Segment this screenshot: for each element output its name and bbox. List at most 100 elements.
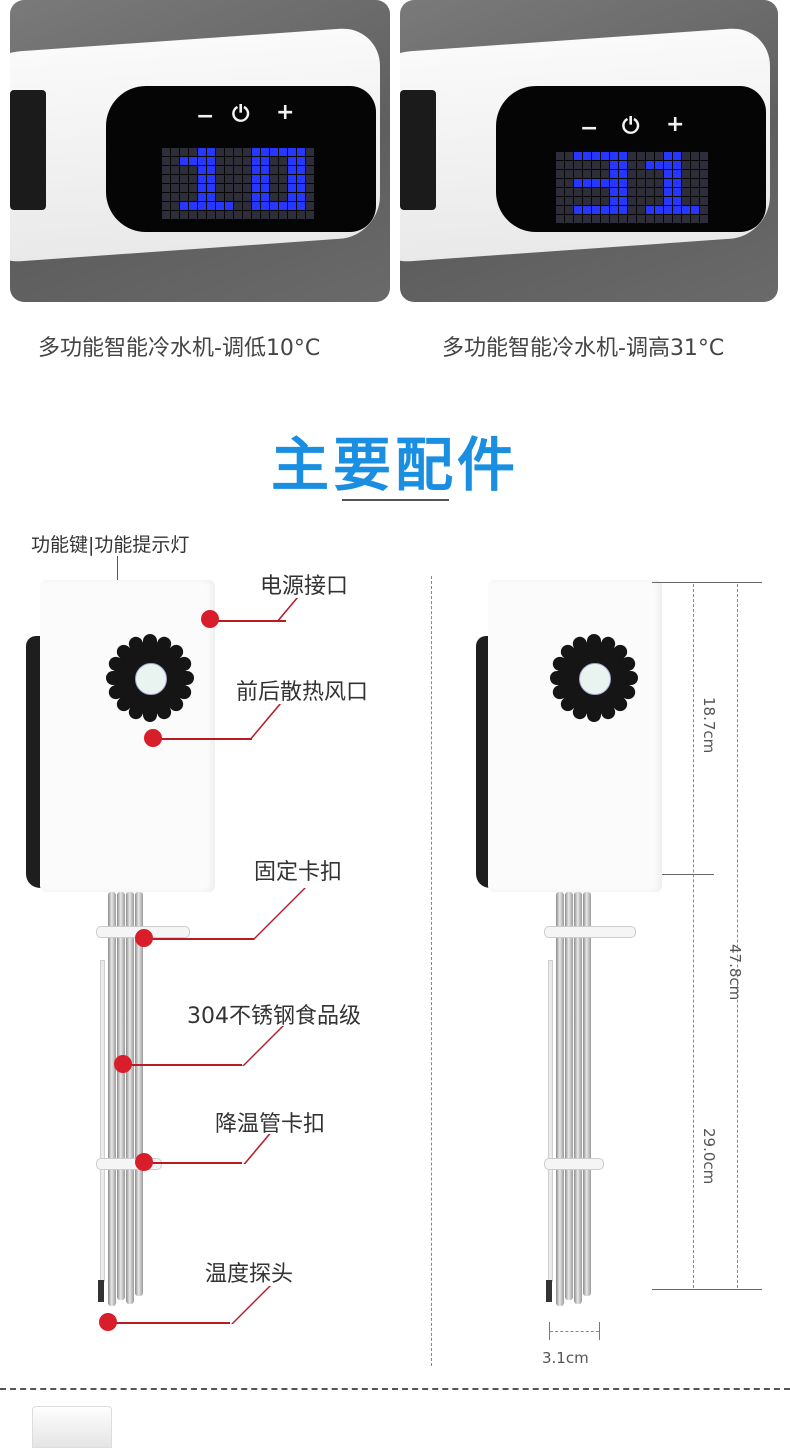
led-pixel bbox=[646, 206, 654, 214]
cooling-pipe bbox=[117, 892, 125, 1300]
led-pixel bbox=[225, 148, 233, 156]
led-pixel bbox=[306, 148, 314, 156]
led-pixel bbox=[619, 197, 627, 205]
marker-dot bbox=[135, 929, 153, 947]
led-pixel bbox=[171, 166, 179, 174]
led-pixel bbox=[619, 170, 627, 178]
leader-line bbox=[152, 1162, 242, 1164]
led-pixel bbox=[646, 170, 654, 178]
led-pixel bbox=[646, 179, 654, 187]
led-pixel bbox=[628, 188, 636, 196]
device-side-panel bbox=[10, 90, 46, 210]
led-pixel bbox=[207, 175, 215, 183]
dim-guide bbox=[652, 1289, 762, 1290]
leader-line bbox=[248, 704, 282, 740]
marker-dot bbox=[99, 1313, 117, 1331]
led-pixel bbox=[234, 202, 242, 210]
led-pixel bbox=[252, 184, 260, 192]
led-pixel bbox=[664, 161, 672, 169]
plus-icon: + bbox=[666, 112, 685, 137]
led-pixel bbox=[189, 202, 197, 210]
led-pixel bbox=[189, 157, 197, 165]
led-display bbox=[162, 148, 314, 219]
led-pixel bbox=[655, 170, 663, 178]
led-pixel bbox=[279, 211, 287, 219]
led-pixel bbox=[180, 157, 188, 165]
led-pixel bbox=[601, 215, 609, 223]
led-pixel bbox=[664, 179, 672, 187]
minus-icon: − bbox=[580, 116, 599, 141]
led-pixel bbox=[637, 206, 645, 214]
led-pixel bbox=[700, 170, 708, 178]
led-pixel bbox=[664, 215, 672, 223]
led-pixel bbox=[673, 170, 681, 178]
led-pixel bbox=[637, 215, 645, 223]
led-pixel bbox=[556, 206, 564, 214]
cooling-pipe bbox=[556, 892, 564, 1306]
led-pixel bbox=[691, 206, 699, 214]
led-pixel bbox=[171, 157, 179, 165]
led-pixel bbox=[628, 161, 636, 169]
led-pixel bbox=[601, 188, 609, 196]
led-pixel bbox=[610, 197, 618, 205]
led-pixel bbox=[673, 152, 681, 160]
led-pixel bbox=[655, 179, 663, 187]
led-pixel bbox=[556, 215, 564, 223]
led-pixel bbox=[288, 175, 296, 183]
dim-total-height: 47.8cm bbox=[726, 944, 744, 1001]
led-pixel bbox=[637, 170, 645, 178]
cooling-pipe bbox=[135, 892, 143, 1296]
leader-line bbox=[242, 1026, 284, 1066]
cooling-pipe bbox=[126, 892, 134, 1304]
led-pixel bbox=[225, 157, 233, 165]
led-pixel bbox=[225, 202, 233, 210]
led-pixel bbox=[207, 202, 215, 210]
led-pixel bbox=[261, 148, 269, 156]
led-pixel bbox=[270, 184, 278, 192]
led-pixel bbox=[565, 215, 573, 223]
led-pixel bbox=[574, 161, 582, 169]
dim-width-tick bbox=[599, 1322, 600, 1340]
led-pixel bbox=[610, 188, 618, 196]
led-pixel bbox=[234, 175, 242, 183]
led-pixel bbox=[610, 152, 618, 160]
leader-line bbox=[116, 1322, 230, 1324]
led-pixel bbox=[610, 215, 618, 223]
sensor-cable bbox=[548, 960, 553, 1282]
led-pixel bbox=[673, 206, 681, 214]
led-pixel bbox=[189, 175, 197, 183]
led-pixel bbox=[207, 193, 215, 201]
led-pixel bbox=[279, 184, 287, 192]
leader-line bbox=[130, 1064, 242, 1066]
led-pixel bbox=[619, 179, 627, 187]
led-pixel bbox=[691, 188, 699, 196]
led-pixel bbox=[691, 152, 699, 160]
led-pixel bbox=[691, 215, 699, 223]
led-pixel bbox=[565, 152, 573, 160]
product-photo-high: − ⏻ + bbox=[400, 0, 778, 302]
led-pixel bbox=[682, 197, 690, 205]
led-pixel bbox=[198, 202, 206, 210]
led-pixel bbox=[637, 188, 645, 196]
led-pixel bbox=[556, 197, 564, 205]
led-pixel bbox=[664, 188, 672, 196]
led-pixel bbox=[252, 202, 260, 210]
led-pixel bbox=[162, 193, 170, 201]
led-pixel bbox=[225, 175, 233, 183]
cooling-pipe bbox=[565, 892, 573, 1300]
section-divider bbox=[431, 576, 432, 1366]
led-pixel bbox=[682, 215, 690, 223]
led-pixel bbox=[189, 193, 197, 201]
led-pixel bbox=[583, 206, 591, 214]
led-pixel bbox=[207, 211, 215, 219]
led-pixel bbox=[574, 197, 582, 205]
led-pixel bbox=[180, 175, 188, 183]
led-pixel bbox=[171, 202, 179, 210]
led-pixel bbox=[655, 161, 663, 169]
led-pixel bbox=[682, 170, 690, 178]
led-pixel bbox=[565, 206, 573, 214]
led-pixel bbox=[180, 211, 188, 219]
led-pixel bbox=[574, 206, 582, 214]
led-pixel bbox=[252, 175, 260, 183]
led-pixel bbox=[216, 184, 224, 192]
